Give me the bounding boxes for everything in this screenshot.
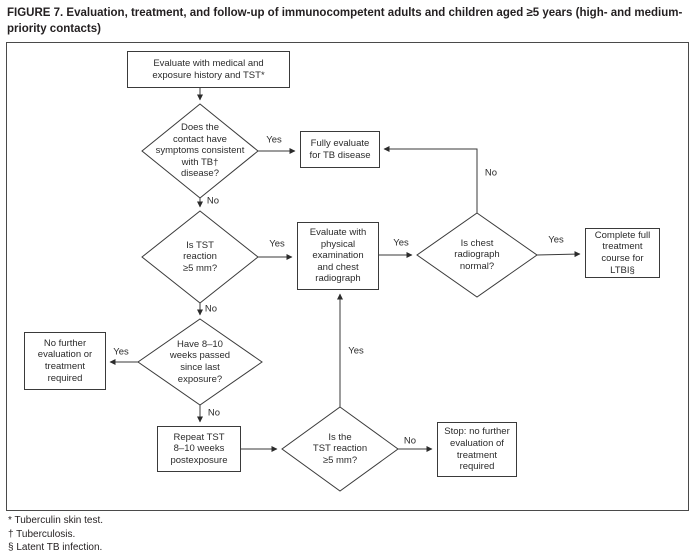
edge-radiograph-no [383,146,478,213]
node-weeks-question: Have 8–10 weeks passed since last exposu… [169,338,231,385]
edge-radiograph-yes [536,251,581,258]
footnotes: * Tuberculin skin test. † Tuberculosis. … [8,514,103,555]
node-complete-treatment: Complete full treatment course for LTBI§ [585,228,660,278]
node-stop: Stop: no further evaluation of treatment… [437,422,517,477]
footnote-tuberculosis: † Tuberculosis. [8,528,76,540]
label-tst-yes: Yes [268,238,286,250]
label-weeks-no: No [206,407,222,419]
label-symptoms-yes: Yes [265,134,283,146]
label-radiograph-no: No [483,167,499,179]
label-radiograph-yes: Yes [547,234,565,246]
node-radiograph-question: Is chest radiograph normal? [454,237,500,272]
label-repeat-no: No [402,435,418,447]
node-evaluate-history: Evaluate with medical and exposure histo… [127,51,290,88]
diamond-tst-reaction [141,210,259,304]
label-repeat-yes: Yes [347,345,365,357]
label-symptoms-no: No [205,195,221,207]
node-no-further: No further evaluation or treatment requi… [24,332,106,390]
node-tst-question: Is TST reaction ≥5 mm? [182,239,218,274]
node-repeat-tst: Repeat TST 8–10 weeks postexposure [157,426,241,472]
node-repeat-tst-question: Is the TST reaction ≥5 mm? [312,431,368,466]
footnote-tst: * Tuberculin skin test. [8,515,104,526]
node-physical-exam: Evaluate with physical examination and c… [297,222,379,290]
label-weeks-yes: Yes [112,346,130,358]
diamond-repeat-tst-reaction [281,406,399,492]
node-fully-evaluate: Fully evaluate for TB disease [300,131,380,168]
label-exam-yes: Yes [392,237,410,249]
diamond-chest-radiograph [416,212,538,298]
diamond-weeks-passed [137,318,263,406]
label-tst-no: No [203,303,219,315]
footnote-ltbi: § Latent TB infection. [8,542,103,553]
diamond-symptoms [141,103,259,199]
node-symptoms-question: Does the contact have symptoms consisten… [155,122,245,180]
figure-title: FIGURE 7. Evaluation, treatment, and fol… [7,7,683,35]
